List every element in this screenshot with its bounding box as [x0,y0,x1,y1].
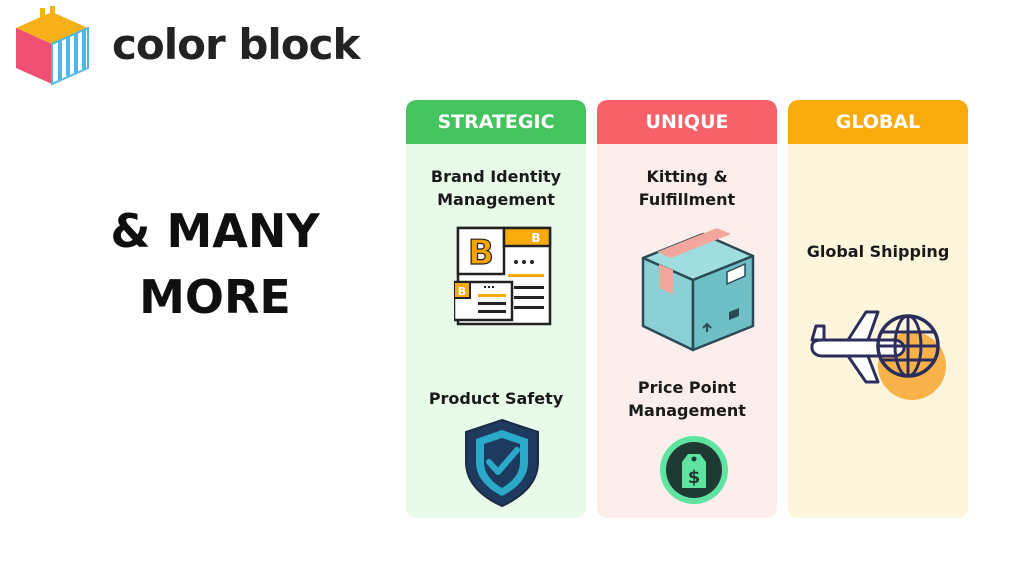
brand-cards-icon: B B B [454,226,552,326]
shield-check-icon [465,418,539,508]
logo: color block [12,6,372,86]
headline: & MANY MORE [80,198,350,330]
logo-text: color block [112,20,360,69]
item-label-line: Price Point [637,378,737,397]
package-box-icon [641,228,755,352]
item-label-line: Product Safety [428,389,564,408]
card-header-strategic: STRATEGIC [406,100,586,144]
item-label-line: Management [437,190,555,209]
headline-line-1: & MANY [110,204,320,258]
card-global: GLOBAL Global Shipping [788,100,968,518]
item-label-line: Management [628,401,746,420]
headline-line-2: MORE [139,270,291,324]
item-label-global-shipping: Global Shipping [788,240,968,263]
price-tag-icon: $ [660,436,728,504]
item-label-product-safety: Product Safety [406,387,586,410]
item-label-kitting: Kitting & Fulfillment [597,165,777,211]
item-label-line: Fulfillment [638,190,736,209]
card-header-global: GLOBAL [788,100,968,144]
card-unique: UNIQUE Kitting & Fulfillment Price Point… [597,100,777,518]
item-label-price-point: Price Point Management [597,376,777,422]
brand-glyph-small: B [531,231,540,245]
brand-glyph-tiny: B [458,285,466,298]
plane-globe-icon [810,310,946,400]
card-header-unique: UNIQUE [597,100,777,144]
item-label-brand-identity: Brand Identity Management [406,165,586,211]
card-strategic: STRATEGIC Brand Identity Management B B … [406,100,586,518]
price-glyph: $ [688,467,701,488]
brand-glyph: B [468,233,494,273]
item-label-line: Kitting & [646,167,728,186]
color-block-logo-icon [16,6,89,86]
item-label-line: Global Shipping [806,242,950,261]
item-label-line: Brand Identity [430,167,562,186]
